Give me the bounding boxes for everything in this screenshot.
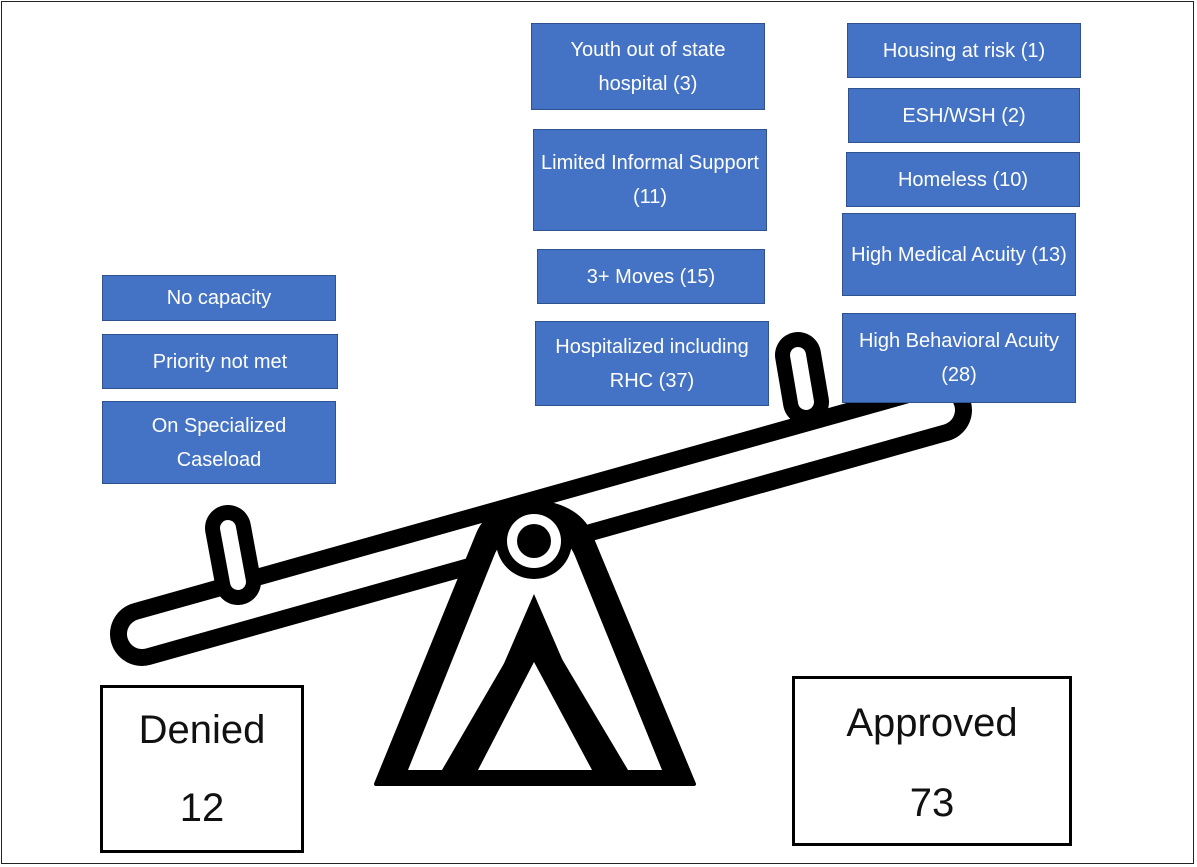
factor-3-plus-moves: 3+ Moves (15)	[537, 249, 765, 304]
approved-label: Approved	[846, 701, 1018, 745]
factor-high-behavioral-acuity: High Behavioral Acuity (28)	[842, 313, 1076, 403]
factor-youth-out-of-state-hospital: Youth out of state hospital (3)	[531, 23, 765, 110]
factor-homeless: Homeless (10)	[846, 152, 1080, 207]
approved-count: 73	[909, 781, 955, 825]
factor-housing-at-risk: Housing at risk (1)	[847, 23, 1081, 78]
factor-high-medical-acuity: High Medical Acuity (13)	[842, 213, 1076, 296]
right-handle	[775, 332, 829, 425]
denied-box: Denied 12	[100, 685, 304, 853]
denied-count: 12	[179, 786, 225, 830]
factor-esh-wsh: ESH/WSH (2)	[848, 88, 1080, 143]
left-handle	[205, 505, 261, 605]
denied-label: Denied	[138, 708, 266, 752]
factor-priority-not-met: Priority not met	[102, 334, 338, 389]
approved-box: Approved 73	[792, 676, 1072, 846]
factor-on-specialized-caseload: On Specialized Caseload	[102, 401, 336, 484]
factor-hospitalized-including-rhc: Hospitalized including RHC (37)	[535, 321, 769, 406]
factor-no-capacity: No capacity	[102, 275, 336, 321]
factor-limited-informal-support: Limited Informal Support (11)	[533, 129, 767, 231]
